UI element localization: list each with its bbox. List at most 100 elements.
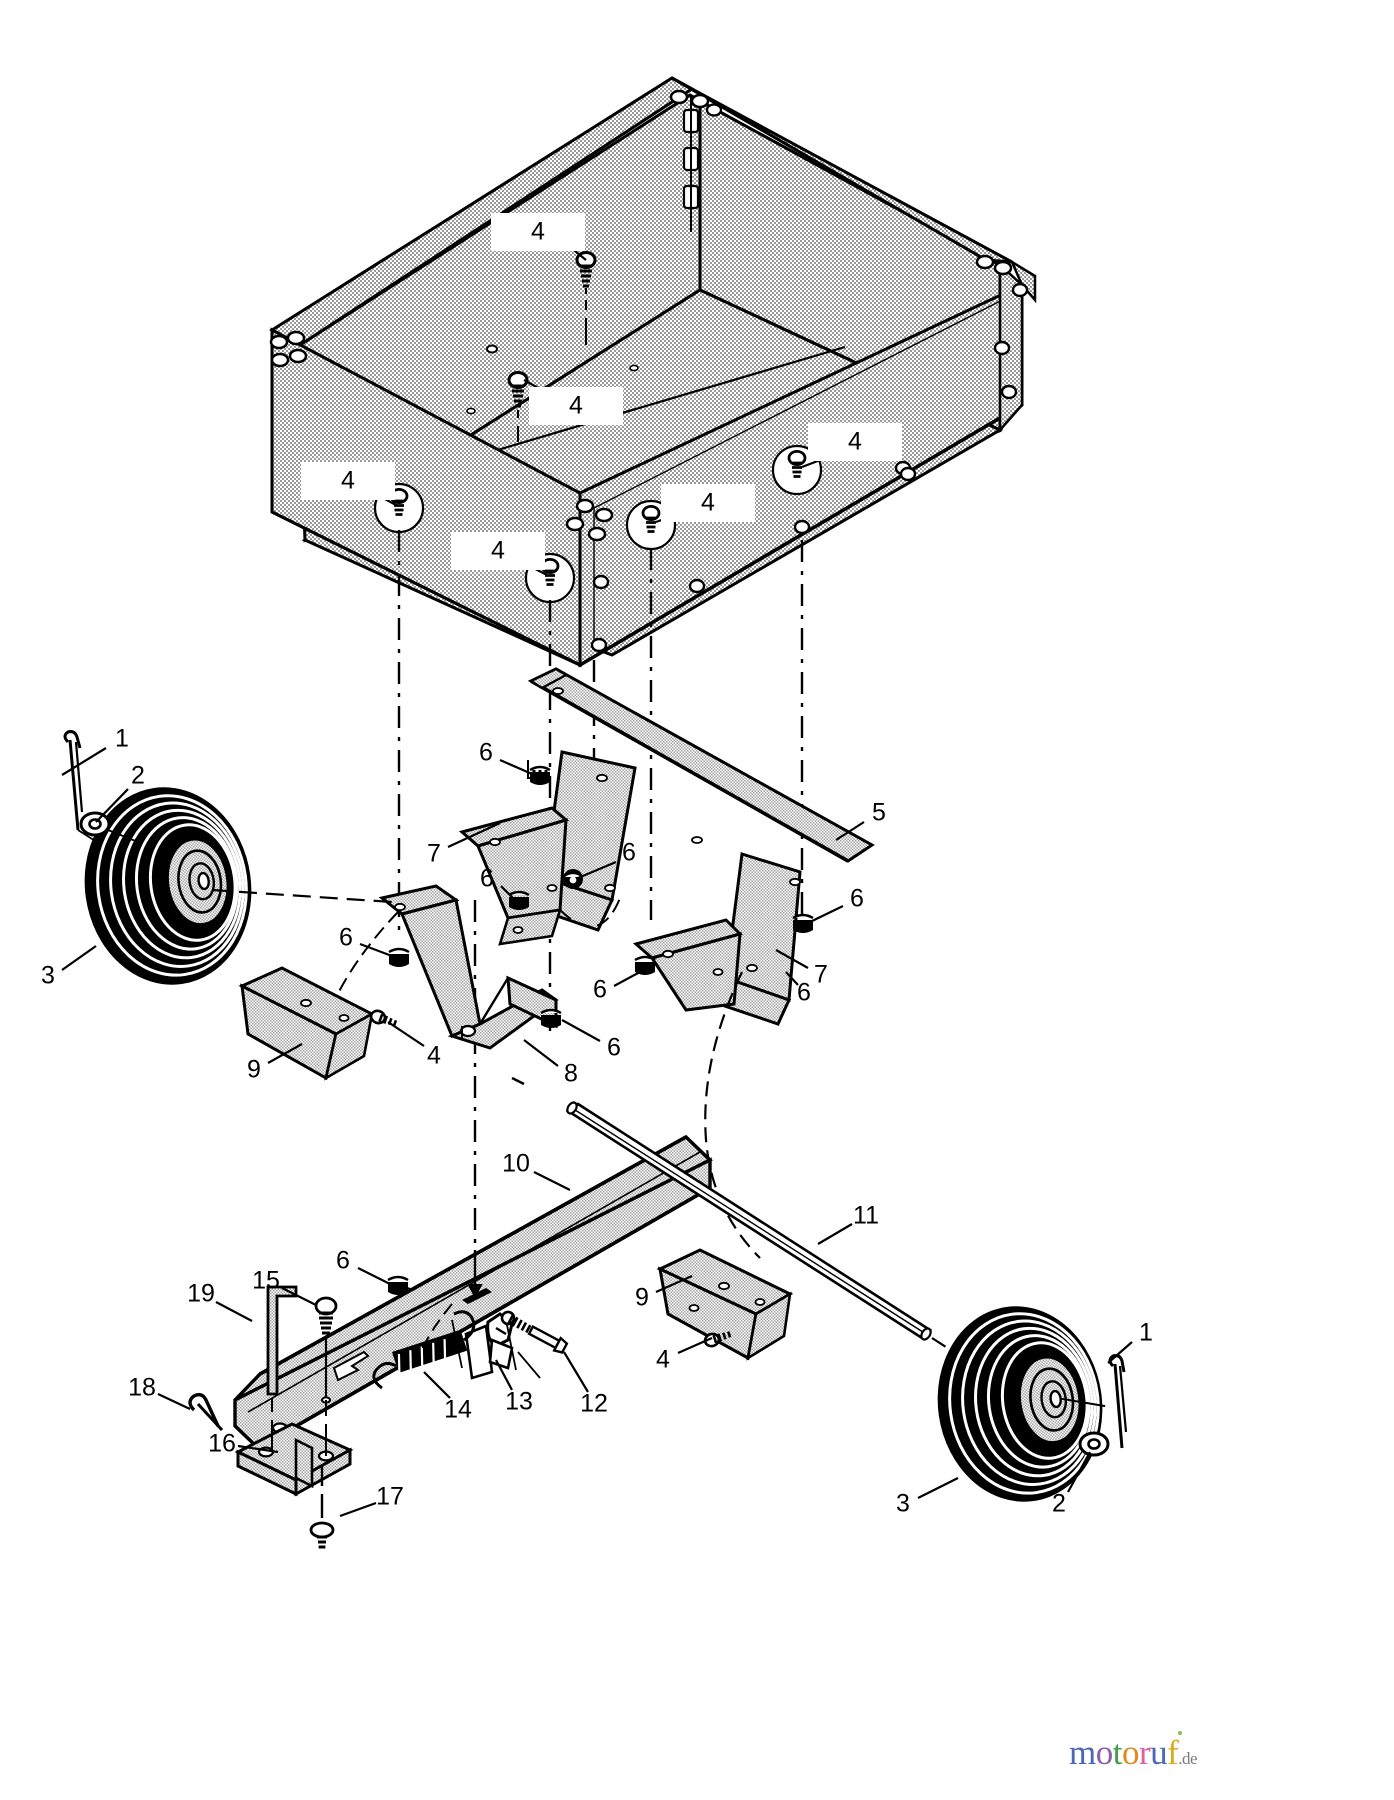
callout-6: 6	[785, 971, 811, 1007]
callout-4: 4	[451, 532, 548, 576]
callout-number: 16	[208, 1430, 236, 1458]
callout-8: 8	[523, 1039, 578, 1088]
callout-leader-line	[1107, 1341, 1133, 1364]
support-bracket-7-left	[458, 750, 637, 946]
callout-number: 8	[564, 1060, 578, 1088]
callout-6: 6	[336, 1247, 391, 1285]
callout-11: 11	[817, 1202, 879, 1245]
callout-leader-line	[281, 1287, 317, 1306]
callout-leader-line	[563, 1351, 589, 1393]
callout-label-background	[491, 213, 585, 251]
callout-18: 18	[128, 1374, 191, 1410]
callout-4: 4	[801, 423, 902, 469]
callout-number: 6	[593, 976, 607, 1004]
carriage-bolt-15	[314, 1296, 338, 1404]
screw-detail-circles	[373, 444, 823, 604]
cart-corner-bolts-center	[565, 460, 917, 653]
callout-number: 4	[569, 392, 583, 420]
callout-number: 7	[427, 840, 441, 868]
callout-number: 19	[187, 1280, 215, 1308]
callout-leader-line	[533, 1171, 571, 1191]
callout-leader-line	[61, 945, 97, 971]
callout-number: 18	[128, 1374, 156, 1402]
callout-19: 19	[187, 1280, 253, 1322]
screw-icon-mid	[507, 371, 529, 408]
cart-corner-bolts-left	[269, 330, 308, 368]
callout-6: 6	[809, 885, 864, 923]
lock-nut-icon	[792, 913, 814, 933]
callout-4: 4	[523, 379, 623, 425]
callout-number: 6	[336, 1247, 350, 1275]
callout-number: 4	[491, 537, 505, 565]
callout-4: 4	[387, 1021, 441, 1070]
callout-label-background	[451, 532, 545, 570]
callout-9: 9	[635, 1274, 693, 1312]
watermark-letter: f	[1167, 1731, 1183, 1772]
callout-number: 2	[1052, 1490, 1066, 1518]
callout-number: 9	[635, 1284, 649, 1312]
extension-spring-14	[372, 1310, 476, 1390]
callout-7: 7	[427, 822, 501, 868]
callout-number: 5	[872, 799, 886, 827]
callout-number: 6	[607, 1034, 621, 1062]
watermark-letter: o	[1121, 1733, 1140, 1772]
callout-leader-line	[500, 885, 514, 899]
hairpin-clip-18	[188, 1392, 224, 1432]
callout-leader-line	[809, 905, 844, 923]
lock-nut-icon	[634, 955, 656, 975]
callout-3: 3	[896, 1477, 959, 1518]
callout-leader-line	[499, 758, 533, 776]
callout-14: 14	[423, 1371, 472, 1424]
callout-leader-line	[1067, 1451, 1091, 1493]
angle-bracket-9-right	[656, 1248, 794, 1361]
callout-label-background	[808, 423, 902, 461]
screw-detail-center	[625, 499, 677, 551]
hitch-pin-19	[266, 1285, 298, 1396]
callout-leader-line	[357, 1267, 391, 1285]
cart-corner-bolts-right	[975, 254, 1029, 400]
callout-leader-line	[817, 1223, 853, 1245]
callout-13: 13	[495, 1359, 533, 1416]
callout-number: 4	[701, 489, 715, 517]
callout-5: 5	[835, 799, 886, 841]
angle-bracket-9-left	[238, 966, 398, 1081]
lock-nut-icon	[388, 947, 410, 967]
callout-leader-line	[95, 788, 129, 823]
callout-leader-line	[677, 1336, 713, 1355]
lock-nut-icon	[508, 890, 530, 910]
callout-2: 2	[95, 762, 145, 823]
callout-9: 9	[247, 1043, 303, 1084]
callout-number: 6	[480, 865, 494, 893]
callout-number: 4	[656, 1346, 670, 1374]
callout-number: 6	[622, 839, 636, 867]
lock-nut-icon	[540, 1008, 562, 1028]
hex-bolt-12	[500, 1310, 569, 1354]
callout-label-background	[301, 462, 395, 500]
callout-6: 6	[593, 971, 641, 1004]
callout-7: 7	[775, 949, 828, 989]
callout-4: 4	[301, 462, 397, 506]
callout-leader-line	[157, 1393, 191, 1410]
callout-leader-line	[577, 860, 617, 880]
callout-leader-line	[215, 1301, 253, 1322]
callout-16: 16	[208, 1430, 279, 1458]
callout-leader-line	[359, 942, 393, 958]
cart-corner-bolts-topright	[669, 89, 723, 117]
callout-leader-line	[785, 971, 799, 986]
callout-leader-line	[423, 1371, 451, 1399]
callout-leader-line	[655, 1274, 693, 1294]
callout-1: 1	[1107, 1319, 1153, 1364]
callout-number: 9	[247, 1056, 261, 1084]
callout-leader-line	[387, 1021, 425, 1047]
callout-1: 1	[61, 725, 129, 776]
callout-leader-line	[917, 1477, 959, 1499]
callout-leader-line	[339, 1501, 377, 1518]
cross-brace-part5	[527, 667, 875, 931]
callout-leader-line	[267, 1043, 303, 1064]
callout-leader-line	[495, 1359, 513, 1391]
callout-leader-line	[61, 747, 107, 776]
callout-number: 1	[1139, 1319, 1153, 1347]
callout-leader-line	[613, 971, 641, 987]
watermark-letter: r	[1138, 1733, 1151, 1772]
